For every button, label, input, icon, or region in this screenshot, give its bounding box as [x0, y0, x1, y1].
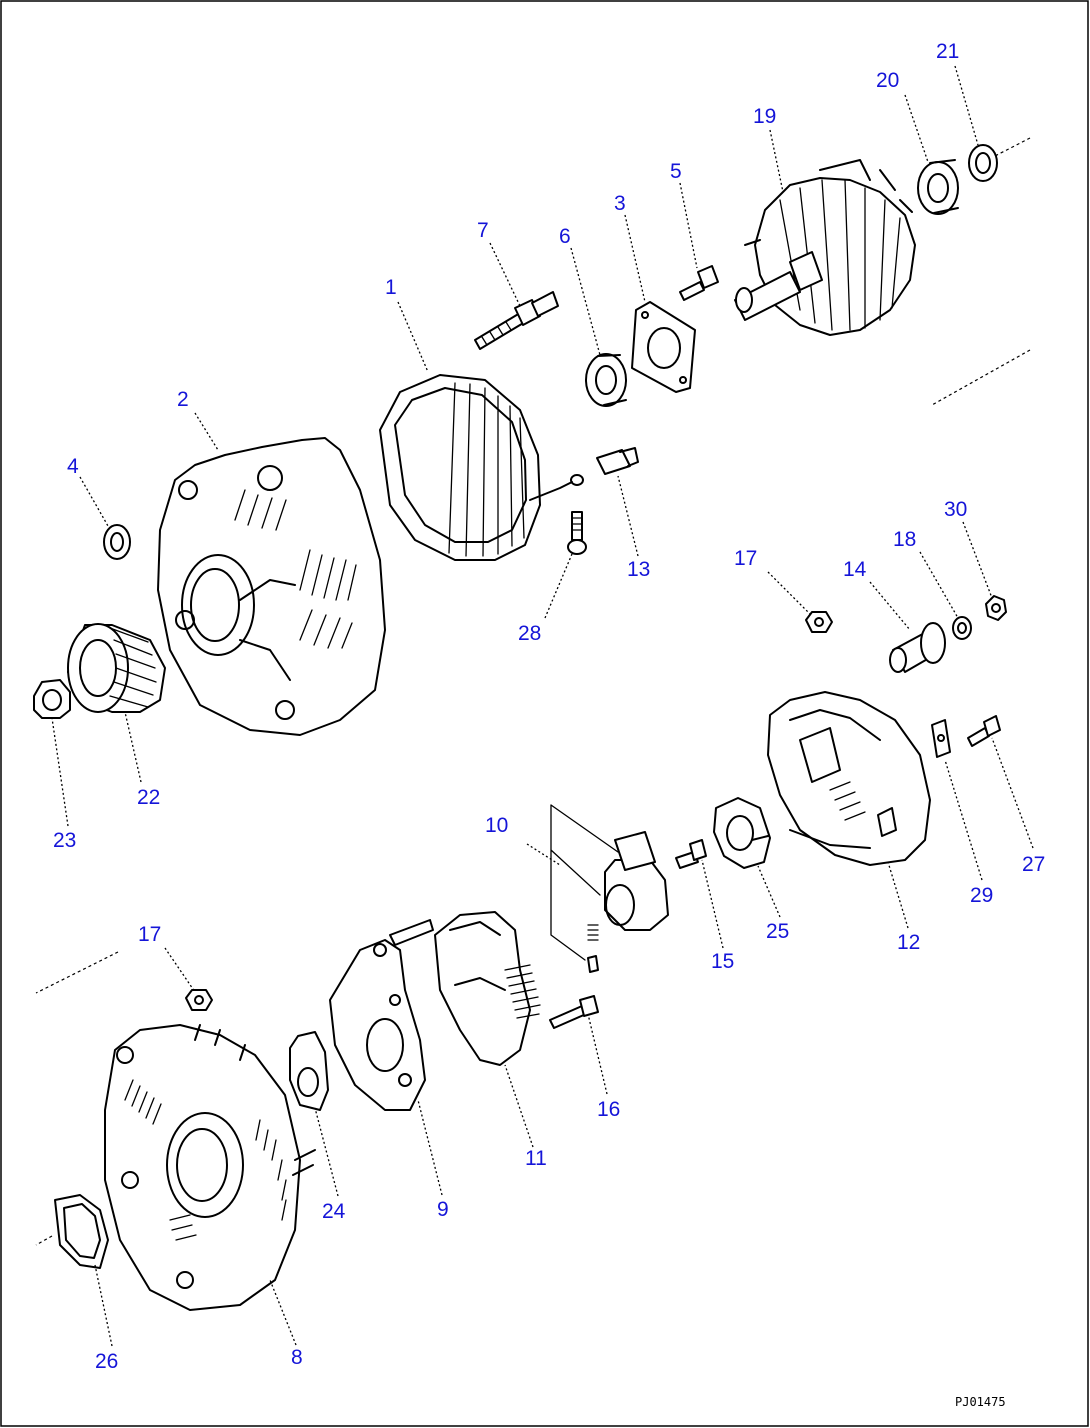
callout-3: 3 [614, 192, 626, 215]
callout-26: 26 [95, 1350, 118, 1373]
callout-19: 19 [753, 105, 776, 128]
nut-upper [805, 611, 833, 633]
callout-13: 13 [627, 558, 650, 581]
callout-9: 9 [437, 1198, 449, 1221]
rear-bearing [917, 159, 959, 215]
callout-21: 21 [936, 40, 959, 63]
callout-16: 16 [597, 1098, 620, 1121]
brush-holder-seal [713, 797, 771, 869]
upper-axis-line [931, 137, 1031, 406]
rotor [734, 159, 916, 336]
callout-5: 5 [670, 160, 682, 183]
nut-lower [185, 989, 213, 1011]
through-bolt [474, 291, 559, 350]
pulley-nut [33, 679, 71, 719]
front-bracket [157, 437, 386, 736]
callout-12: 12 [897, 931, 920, 954]
callout-18: 18 [893, 528, 916, 551]
callout-6: 6 [559, 225, 571, 248]
callout-17-upper: 17 [734, 547, 757, 570]
bearing-cover [968, 144, 998, 182]
rectifier-regulator [434, 911, 541, 1066]
spacer-ring [103, 524, 131, 560]
rectifier-screw [549, 995, 599, 1029]
insulation-plate [289, 1031, 329, 1111]
rear-bracket [104, 1024, 316, 1311]
callout-8: 8 [291, 1346, 303, 1369]
callout-2: 2 [177, 388, 189, 411]
terminal-clip [931, 719, 951, 758]
rear-cover [767, 691, 931, 866]
cover-screw [967, 715, 1001, 747]
leader-lines [51, 65, 1034, 1347]
callout-24: 24 [322, 1200, 346, 1223]
callout-29: 29 [970, 884, 993, 907]
callout-23: 23 [53, 829, 76, 852]
figure-code: PJ01475 [955, 1395, 1006, 1409]
callout-11: 11 [525, 1147, 547, 1170]
brush-holder-screw [675, 839, 707, 869]
callout-10: 10 [485, 814, 508, 837]
stator [379, 374, 584, 561]
terminal-nut [985, 595, 1007, 621]
insulator-bushing [889, 622, 946, 673]
callout-22: 22 [137, 786, 160, 809]
terminal-block [596, 447, 639, 475]
front-bearing [585, 353, 627, 407]
retainer-screw [679, 265, 719, 301]
rear-seal [54, 1194, 109, 1269]
callout-4: 4 [67, 455, 79, 478]
callout-15: 15 [711, 950, 734, 973]
callout-17-lower: 17 [138, 923, 161, 946]
callout-20: 20 [876, 69, 899, 92]
callout-25: 25 [766, 920, 789, 943]
brush-holder [550, 804, 669, 973]
bearing-retainer-plate [631, 301, 696, 393]
pulley [67, 623, 166, 713]
callout-27: 27 [1022, 853, 1045, 876]
callout-28: 28 [518, 622, 541, 645]
callout-30: 30 [944, 498, 967, 521]
callout-labels: 1 2 3 4 5 6 7 8 9 10 11 12 13 14 15 16 1… [53, 40, 1045, 1373]
callout-7: 7 [477, 219, 489, 242]
stator-lead-bolt [567, 511, 587, 555]
rectifier-holder [329, 919, 434, 1111]
callout-1: 1 [385, 276, 397, 299]
washer [952, 616, 972, 640]
callout-14: 14 [843, 558, 867, 581]
